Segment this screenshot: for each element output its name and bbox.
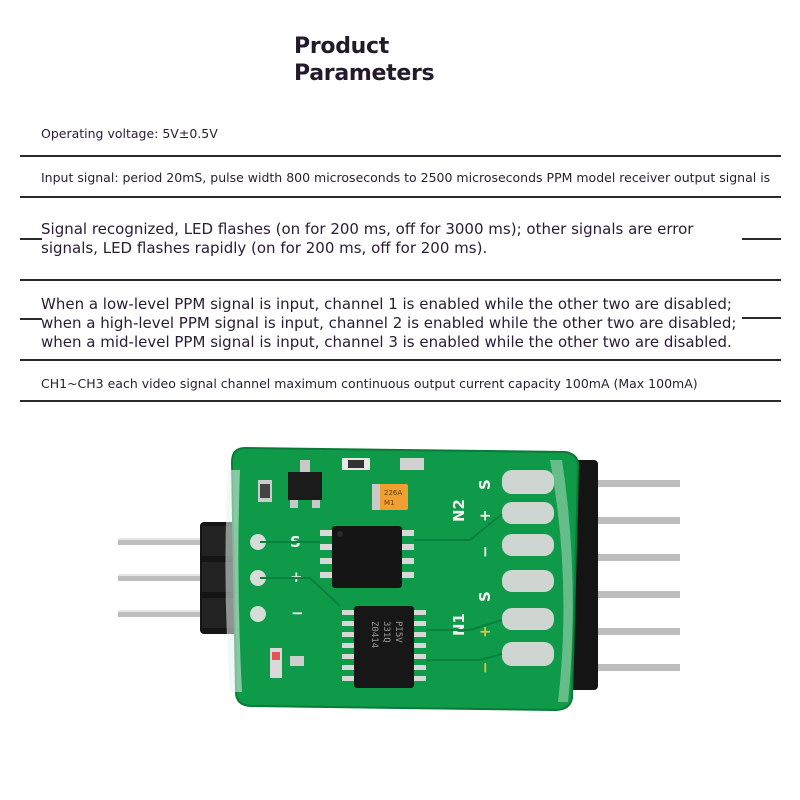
right-pins xyxy=(588,480,680,671)
param-operating-voltage: Operating voltage: 5V±0.5V xyxy=(41,126,780,142)
param-channel-logic: When a low-level PPM signal is input, ch… xyxy=(41,295,780,352)
param-text: when a high-level PPM signal is input, c… xyxy=(41,314,737,332)
title-line-1: Product xyxy=(294,34,389,59)
chip-marking-line: PI5V xyxy=(393,621,403,643)
chip-marking-line: Z0414 xyxy=(369,621,379,648)
silk-n1: N1 xyxy=(450,613,468,636)
capacitor-label: 226A xyxy=(384,489,402,497)
soic-chip xyxy=(320,526,414,588)
divider xyxy=(20,196,781,198)
pcb-traces xyxy=(260,513,503,661)
divider-dash xyxy=(742,317,781,319)
param-output-current: CH1~CH3 each video signal channel maximu… xyxy=(41,376,780,392)
silk-right-plus-1: + xyxy=(476,625,494,638)
divider xyxy=(20,400,781,402)
product-photo: 226A M1 xyxy=(110,430,700,720)
param-signal-recognition: Signal recognized, LED flashes (on for 2… xyxy=(41,220,780,258)
smd-resistor xyxy=(290,656,304,666)
divider xyxy=(20,279,781,281)
silk-right-minus-2: − xyxy=(476,545,494,558)
pcb-board xyxy=(230,446,580,712)
param-text: signals, LED flashes rapidly (on for 200… xyxy=(41,239,488,257)
param-text: Operating voltage: 5V±0.5V xyxy=(41,126,218,141)
param-text: Signal recognized, LED flashes (on for 2… xyxy=(41,220,694,238)
param-text: Input signal: period 20mS, pulse width 8… xyxy=(41,170,771,185)
divider-dash xyxy=(742,238,781,240)
title-line-2: Parameters xyxy=(294,61,435,86)
silk-left-minus: − xyxy=(291,604,304,622)
tantalum-capacitor xyxy=(372,484,408,510)
chip-marking-line: 331Q xyxy=(381,621,391,643)
right-solder-pads xyxy=(502,470,554,666)
silk-right-minus-1: − xyxy=(476,661,494,674)
divider-dash xyxy=(20,238,42,240)
left-pins xyxy=(118,538,213,617)
divider-dash xyxy=(20,318,42,320)
divider xyxy=(20,359,781,361)
silk-right-signal-2: S xyxy=(476,479,494,490)
pcb-module-illustration: 226A M1 xyxy=(118,446,680,712)
left-solder-pads xyxy=(250,534,266,622)
param-text: CH1~CH3 each video signal channel maximu… xyxy=(41,376,698,391)
page-title: Product Parameters xyxy=(294,33,494,87)
silk-right-signal-1: S xyxy=(476,591,494,602)
smd-capacitor-small xyxy=(400,458,424,470)
param-text: When a low-level PPM signal is input, ch… xyxy=(41,295,732,313)
transistor xyxy=(288,472,322,500)
capacitor-label: M1 xyxy=(384,499,395,507)
switch-chip: PI5V 331Q Z0414 xyxy=(342,606,426,688)
silk-right-plus-2: + xyxy=(476,509,494,522)
param-input-signal: Input signal: period 20mS, pulse width 8… xyxy=(41,170,780,186)
divider xyxy=(20,155,781,157)
param-text: when a mid-level PPM signal is input, ch… xyxy=(41,333,732,351)
silk-n2: N2 xyxy=(450,499,468,522)
